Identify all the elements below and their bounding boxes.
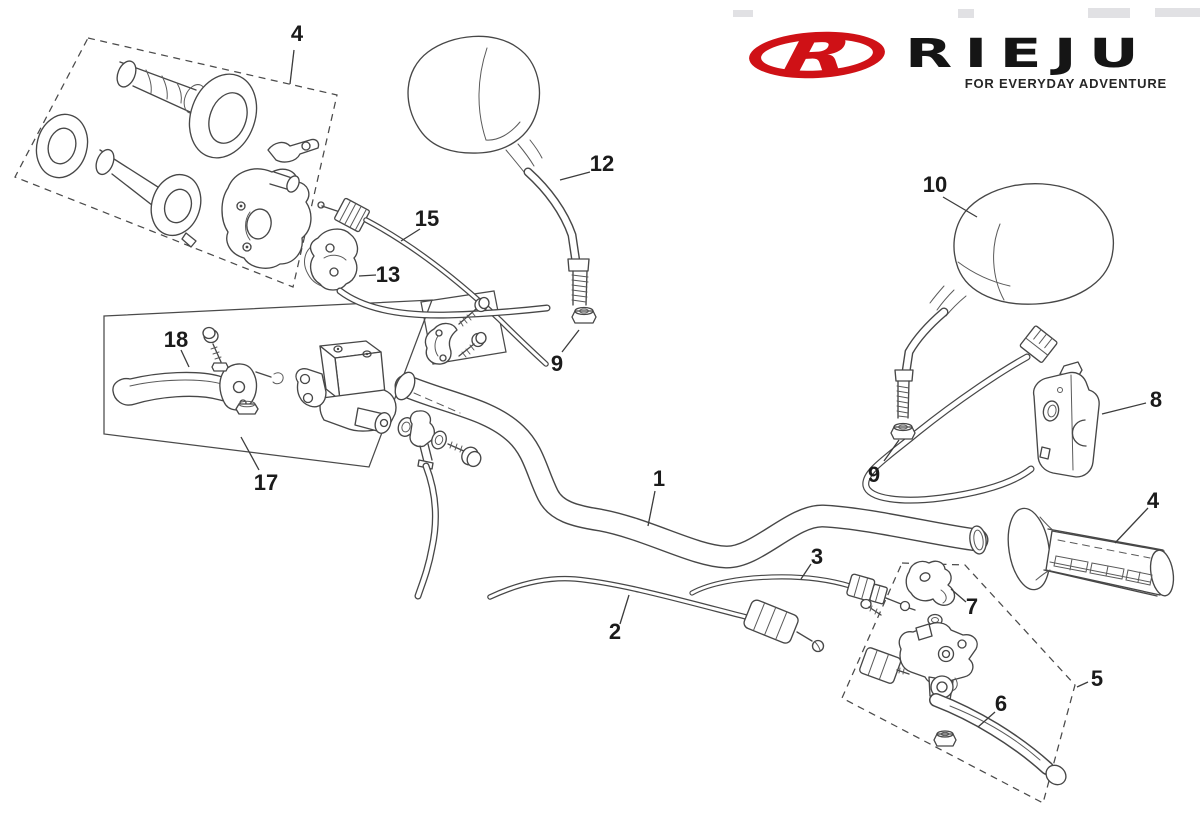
callout-label: 10 [923, 172, 947, 197]
brand-tagline: FOR EVERYDAY ADVENTURE [965, 76, 1167, 91]
clutch-lever-drawing [928, 675, 1067, 786]
throttle-housing-drawing [304, 228, 551, 319]
clutch-perch-drawing [859, 598, 978, 692]
callout-label: 1 [653, 466, 665, 491]
callout-5: 5 [1076, 666, 1103, 691]
left-mirror-drawing [407, 35, 597, 324]
callout-label: 7 [966, 594, 978, 619]
callout-2: 2 [609, 594, 630, 644]
callout-label: 6 [995, 691, 1007, 716]
cable-bracket-drawing [905, 560, 956, 606]
master-cylinder-drawing [295, 340, 397, 434]
throttle-grip-kit-drawing [35, 60, 320, 269]
callout-label: 18 [164, 327, 188, 352]
brake-master-cylinder-kit-box [103, 299, 433, 468]
right-mirror-drawing [890, 183, 1114, 440]
callout-label: 15 [415, 206, 439, 231]
brand-logo: R RIEJU FOR EVERYDAY ADVENTURE [749, 23, 1167, 91]
callout-label: 2 [609, 619, 621, 644]
brand-wordmark: RIEJU [905, 31, 1151, 77]
callout-label: 4 [1147, 488, 1160, 513]
brand-badge-letter: R [778, 23, 857, 86]
callouts: 4 12 15 13 9 10 8 9 [164, 21, 1162, 728]
callout-label: 9 [868, 462, 880, 487]
callout-label: 3 [811, 544, 823, 569]
lower-cable-drawing [487, 575, 825, 653]
callout-1: 1 [647, 466, 665, 527]
callout-4-topleft: 4 [289, 21, 304, 85]
callout-label: 8 [1150, 387, 1162, 412]
callout-8: 8 [1101, 387, 1162, 415]
callout-label: 17 [254, 470, 278, 495]
switch-assembly-drawing [862, 325, 1100, 504]
callout-label: 5 [1091, 666, 1103, 691]
callout-10: 10 [923, 172, 978, 218]
callout-7: 7 [950, 588, 978, 619]
callout-label: 12 [590, 151, 614, 176]
callout-label: 9 [551, 351, 563, 376]
callout-9-left: 9 [551, 329, 580, 376]
callout-15: 15 [400, 206, 439, 242]
callout-label: 13 [376, 262, 400, 287]
callout-18: 18 [164, 327, 190, 368]
handlebar-clamp-drawing [424, 296, 490, 365]
brand-badge-icon: R [749, 23, 885, 86]
callout-3: 3 [800, 544, 823, 580]
upper-cable-drawing [689, 573, 916, 612]
brake-hose-drawing [397, 410, 482, 600]
callout-6: 6 [977, 691, 1007, 728]
callout-13: 13 [358, 262, 400, 287]
callout-17: 17 [240, 436, 278, 495]
right-grip-drawing [1007, 507, 1175, 597]
callout-4-right: 4 [1114, 488, 1160, 544]
callout-12: 12 [559, 151, 614, 181]
top-edge-artifacts [733, 8, 1200, 18]
brake-lever-drawing [112, 326, 284, 415]
throttle-grip-kit-box [14, 37, 338, 288]
clutch-lever-kit-box [841, 562, 1076, 804]
callout-9-right: 9 [868, 439, 900, 487]
callout-label: 4 [291, 21, 304, 46]
handlebar-drawing [394, 371, 989, 569]
